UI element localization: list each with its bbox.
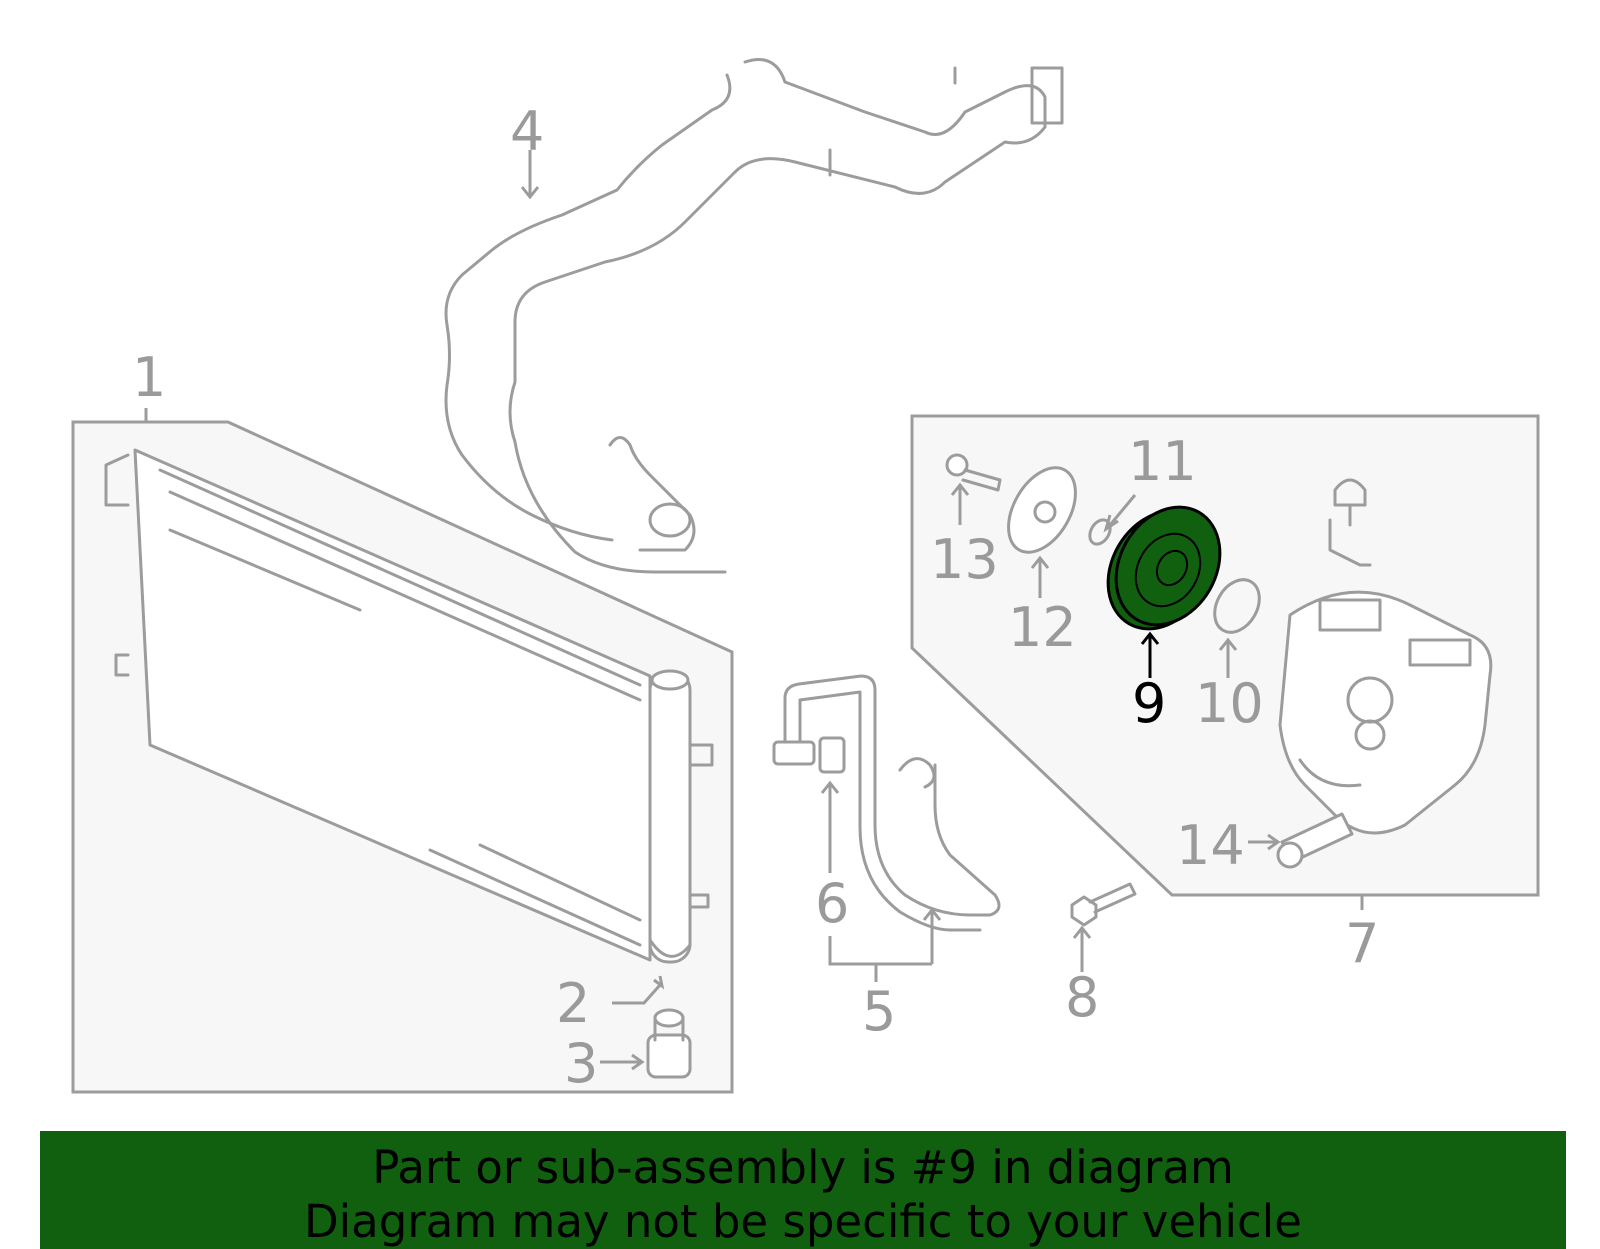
bolt-part [1070, 882, 1137, 927]
info-banner: Part or sub-assembly is #9 in diagram Di… [40, 1131, 1566, 1249]
ac-line-part [444, 58, 1064, 574]
callout-7: 7 [1345, 912, 1379, 975]
callout-12: 12 [1008, 596, 1077, 659]
banner-line-2: Diagram may not be specific to your vehi… [304, 1195, 1302, 1248]
pipe-assembly-part [772, 674, 1001, 932]
shim-part [1088, 518, 1112, 546]
callout-1: 1 [132, 346, 166, 409]
callout-11: 11 [1128, 430, 1197, 493]
hub-bolt-part [945, 453, 1002, 492]
clutch-hub-part [1007, 466, 1077, 554]
callout-2: 2 [556, 972, 590, 1035]
callout-14: 14 [1176, 814, 1245, 877]
callout-9: 9 [1132, 672, 1166, 735]
sensor-part [1276, 812, 1354, 869]
parts-diagram: 1 2 3 4 5 6 7 8 9 10 11 12 13 14 [71, 58, 1540, 1095]
banner-line-1: Part or sub-assembly is #9 in diagram [372, 1141, 1234, 1194]
callout-3: 3 [564, 1032, 598, 1095]
drier-cap-part [646, 1008, 692, 1079]
callout-8: 8 [1065, 966, 1099, 1029]
callout-6: 6 [815, 872, 849, 935]
callout-13: 13 [930, 528, 999, 591]
snap-ring-part [1213, 578, 1261, 634]
pulley-part-highlighted [1106, 505, 1222, 631]
compressor-part [1278, 478, 1493, 835]
callout-10: 10 [1195, 672, 1264, 735]
callout-5: 5 [862, 980, 896, 1043]
condenser-part [104, 448, 714, 964]
callout-4: 4 [510, 100, 544, 163]
